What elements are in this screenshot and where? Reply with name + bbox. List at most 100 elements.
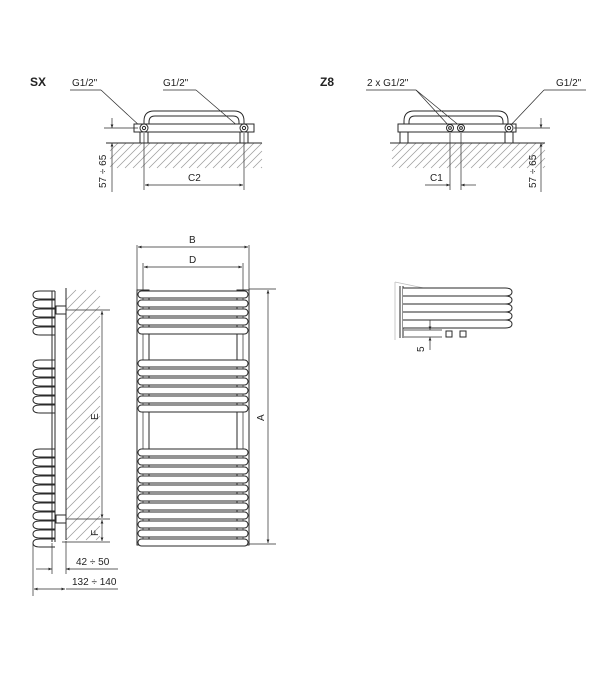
- side-fin: [32, 317, 55, 327]
- hatch-line: [454, 142, 481, 169]
- hatch-line: [510, 142, 537, 169]
- side-bracket-bottom: [55, 514, 67, 524]
- hatch-line: [65, 445, 101, 481]
- side-fin: [32, 359, 55, 369]
- side-fin: [32, 395, 55, 405]
- hatch-line: [156, 142, 183, 169]
- side-fins: [32, 290, 55, 548]
- side-fin: [32, 386, 55, 396]
- detail-tube: [403, 303, 513, 313]
- hatch-line: [65, 485, 101, 521]
- hatch-line: [260, 166, 263, 169]
- hatch-line: [65, 495, 101, 531]
- z8-leader-left-a: [415, 89, 451, 128]
- hatch-line: [65, 289, 87, 311]
- front-tube: [137, 368, 249, 377]
- hatch-line: [212, 142, 239, 169]
- z8-top-view: Z8 2 x G1/2" G1/2" C1 57 ÷ 65: [320, 75, 586, 192]
- side-fin: [32, 290, 55, 300]
- front-tube: [137, 377, 249, 386]
- hatch-line: [486, 142, 513, 169]
- hatch-line: [494, 142, 521, 169]
- hatch-line: [65, 355, 101, 391]
- hatch-line: [502, 142, 529, 169]
- hatch-line: [65, 505, 101, 541]
- front-tube: [137, 457, 249, 466]
- sx-top-view: SX G1/2" G1/2" 57 ÷ 65 C2: [30, 75, 263, 192]
- hatch-line: [65, 375, 101, 411]
- sx-connection-left-core: [141, 125, 147, 131]
- sx-wall-distance-label: 57 ÷ 65: [98, 154, 109, 188]
- side-fin: [32, 448, 55, 458]
- z8-connection-right-core: [506, 125, 512, 131]
- hatch-line: [180, 142, 207, 169]
- hatch-line: [65, 335, 101, 371]
- side-fin: [32, 502, 55, 512]
- hatch-line: [398, 142, 425, 169]
- side-fin: [32, 404, 55, 414]
- sx-connection-left-label: G1/2": [72, 78, 98, 89]
- z8-spacing-label: C1: [430, 173, 443, 184]
- detail-tube: [403, 295, 513, 305]
- hatch-line: [85, 525, 101, 541]
- sx-connection-right-icon: [239, 123, 249, 133]
- detail-tubes: [403, 287, 513, 329]
- detail-connection-right: [459, 330, 467, 338]
- front-tube: [137, 520, 249, 529]
- detail-offset-label: 5: [416, 346, 427, 352]
- hatch-line: [478, 142, 505, 169]
- front-tube: [137, 475, 249, 484]
- front-tube: [137, 317, 249, 326]
- sx-connection-right-core: [241, 125, 247, 131]
- hatch-line: [220, 142, 247, 169]
- side-fin: [32, 457, 55, 467]
- detail-tube: [403, 319, 513, 329]
- side-fin: [32, 520, 55, 530]
- hatch-line: [228, 142, 255, 169]
- z8-wall-hatching: [391, 142, 546, 169]
- sx-leader-left: [100, 89, 142, 128]
- sx-rail-inner: [148, 115, 240, 128]
- detail-view: 5: [394, 281, 513, 352]
- front-tube: [137, 511, 249, 520]
- z8-leader-left-b: [415, 89, 462, 128]
- sx-wall-hatching: [109, 142, 263, 169]
- side-fin: [32, 368, 55, 378]
- sx-connection-right-label: G1/2": [163, 78, 189, 89]
- hatch-line: [430, 142, 457, 169]
- z8-connection-b-icon: [457, 124, 465, 132]
- hatch-line: [65, 475, 101, 511]
- hatch-line: [116, 142, 143, 169]
- hatch-line: [148, 142, 175, 169]
- hatch-line: [65, 289, 77, 301]
- hatch-line: [109, 142, 135, 168]
- front-tube: [137, 326, 249, 335]
- hatch-line: [236, 142, 263, 169]
- side-depth-small-label: 42 ÷ 50: [76, 557, 110, 568]
- front-tube: [137, 538, 249, 547]
- side-bracket-top: [55, 305, 67, 315]
- hatch-line: [391, 142, 401, 152]
- front-tube: [137, 290, 249, 299]
- front-tube: [137, 386, 249, 395]
- hatch-line: [188, 142, 215, 169]
- hatch-line: [65, 295, 101, 331]
- hatch-line: [244, 150, 263, 169]
- hatch-line: [65, 305, 101, 341]
- hatch-line: [391, 142, 417, 168]
- hatch-line: [124, 142, 151, 169]
- front-tubes: [137, 290, 249, 547]
- z8-connection-right-icon: [504, 123, 514, 133]
- sx-rail-outer: [143, 110, 245, 128]
- detail-tube: [403, 311, 513, 321]
- hatch-line: [65, 465, 101, 501]
- z8-connection-a-icon: [446, 124, 454, 132]
- hatch-line: [470, 142, 497, 169]
- hatch-line: [462, 142, 489, 169]
- hatch-line: [65, 435, 101, 471]
- hatch-line: [65, 395, 101, 431]
- side-fin: [32, 493, 55, 503]
- z8-rail-inner: [408, 115, 504, 128]
- side-fin: [32, 377, 55, 387]
